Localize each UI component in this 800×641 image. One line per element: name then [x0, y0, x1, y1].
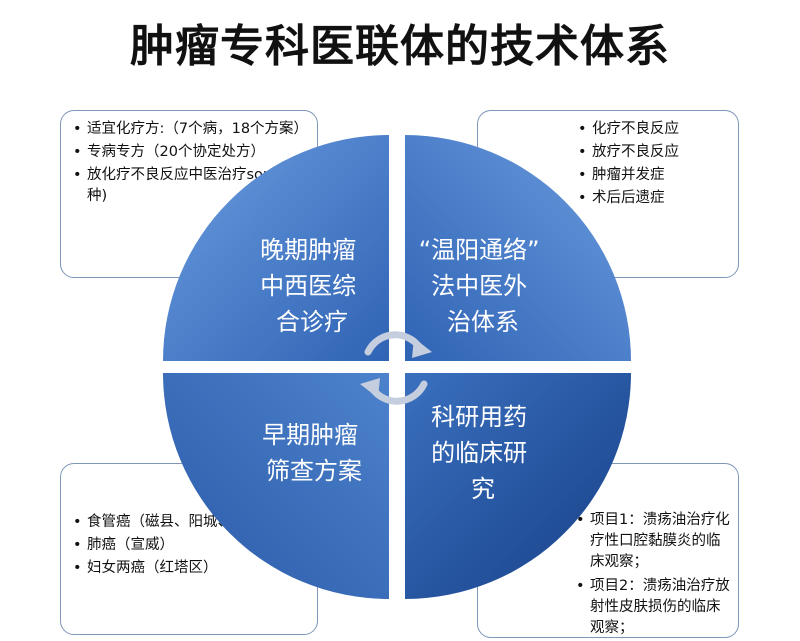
list-item: 项目1：溃疡油治疗化疗性口腔黏膜炎的临床观察；: [576, 510, 730, 573]
quadrant-bottom-right: [405, 373, 631, 599]
list-item: 肿瘤并发症: [578, 165, 728, 186]
cycle-arrow-heads: [360, 338, 432, 398]
quadrant-label-bottom-left: 早期肿瘤 筛查方案: [262, 421, 366, 485]
list-item: 肺癌（宣威）: [73, 535, 307, 556]
quadrant-label-top-right: “温阳通络” 法中医外 治体系: [419, 236, 548, 336]
quadrant-label-top-left: 晚期肿瘤 中西医综 合诊疗: [260, 236, 364, 336]
quadrant-top-left: [163, 135, 389, 361]
quadrant-bottom-left: [163, 373, 389, 599]
list-item: 项目2：溃疡油治疗放射性皮肤损伤的临床观察；: [576, 576, 730, 637]
list-item: 放疗不良反应: [578, 142, 728, 163]
list-item: 适宜化疗方:（7个病，18个方案）: [73, 119, 308, 140]
list-item: 妇女两癌（红塔区）: [73, 558, 307, 579]
list-item: 化疗不良反应: [578, 119, 728, 140]
quadrant-label-bottom-right: 科研用药 的临床研 究: [431, 403, 535, 503]
page-title: 肿瘤专科医联体的技术体系: [130, 21, 670, 72]
list-item: 专病专方（20个协定处方）: [73, 142, 307, 163]
list-item: 术后后遗症: [578, 188, 728, 209]
quadrant-top-right: [405, 135, 631, 361]
list-item: 放化疗不良反应中医治疗sop(10种): [73, 165, 307, 207]
